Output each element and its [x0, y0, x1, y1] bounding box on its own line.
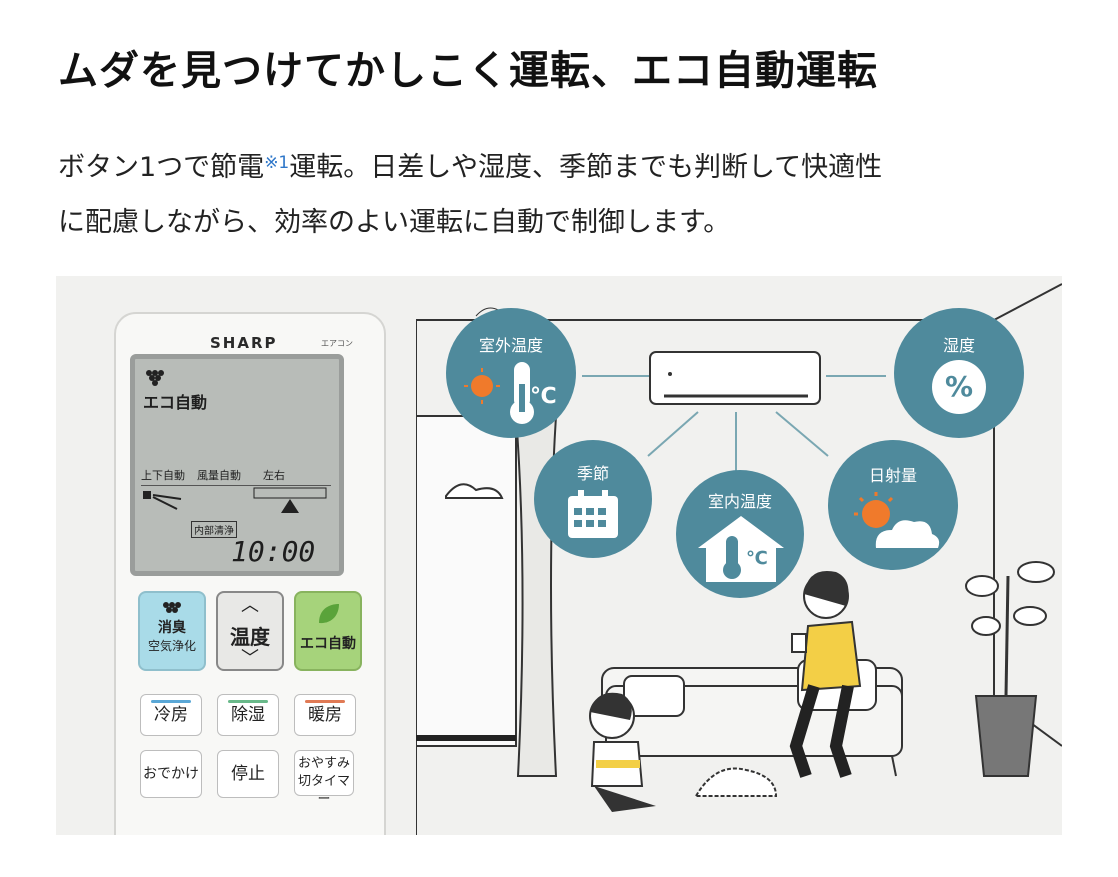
sunlight-bubble: 日射量 — [828, 440, 958, 570]
deodorize-label-2: 空気浄化 — [147, 639, 196, 653]
deodorize-label-1: 消臭 — [158, 620, 186, 636]
intro-text-3: に配慮しながら、効率のよい運転に自動で制御します。 — [58, 207, 731, 238]
season-bubble: 季節 — [534, 440, 652, 558]
humidity-label: 湿度 — [942, 336, 975, 355]
cool-label: 冷房 — [154, 705, 188, 725]
eco-auto-button[interactable]: エコ自動 — [294, 591, 362, 671]
sun-cloud-icon — [854, 492, 940, 548]
outdoor-temp-bubble: 室外温度 ℃ — [446, 308, 576, 438]
stop-button[interactable]: 停止 — [217, 750, 279, 798]
dry-button[interactable]: 除湿 — [217, 694, 279, 736]
celsius-symbol-outdoor: ℃ — [530, 384, 557, 409]
humidity-bubble: 湿度 % — [894, 308, 1024, 438]
heat-label: 暖房 — [308, 705, 342, 725]
heat-button[interactable]: 暖房 — [294, 694, 356, 736]
leaf-icon — [319, 604, 339, 624]
remote-brand-sub: エアコン — [321, 339, 353, 348]
eco-auto-label: エコ自動 — [300, 636, 356, 652]
outdoor-temp-label: 室外温度 — [478, 336, 543, 355]
intro-text-1: ボタン1つで節電 — [58, 152, 265, 183]
illustration-panel: SHARP エアコン エコ自動 上下自動 風量自動 左右 内部清浄 10:00 — [56, 276, 1062, 835]
celsius-symbol-indoor: ℃ — [746, 548, 768, 569]
sunlight-label: 日射量 — [868, 466, 917, 485]
footnote-link[interactable]: ※1 — [264, 153, 290, 173]
grape-icon — [163, 602, 181, 613]
sleep-label-2: 切タイマー — [297, 774, 350, 807]
lcd-clean-label: 内部清浄 — [191, 521, 237, 538]
intro-text-2: 運転。日差しや湿度、季節までも判断して快適性 — [289, 152, 883, 183]
sleep-timer-button[interactable]: おやすみ 切タイマー — [294, 750, 354, 807]
sleep-label-1: おやすみ — [297, 756, 350, 771]
away-button[interactable]: おでかけ — [140, 750, 202, 798]
thermometer-sun-icon — [464, 362, 534, 424]
page-heading: ムダを見つけてかしこく運転、エコ自動運転 — [58, 48, 878, 94]
deodorize-button[interactable]: 消臭 空気浄化 — [138, 591, 206, 671]
dry-label: 除湿 — [231, 705, 265, 725]
lcd-time: 10:00 — [231, 535, 316, 568]
season-label: 季節 — [576, 464, 609, 483]
louver-icon — [143, 491, 182, 510]
grape-icon — [146, 370, 164, 386]
lcd-label-fan: 風量自動 — [197, 469, 241, 482]
calendar-icon — [568, 490, 618, 538]
chevron-up-icon[interactable]: ︿ — [241, 595, 259, 616]
indoor-temp-bubble: 室内温度 ℃ — [676, 470, 804, 598]
remote-control: SHARP エアコン エコ自動 上下自動 風量自動 左右 内部清浄 10:00 — [114, 312, 386, 835]
cool-button[interactable]: 冷房 — [140, 694, 202, 736]
temperature-label: 温度 — [230, 625, 270, 649]
horizontal-louver-icon — [253, 487, 327, 513]
temperature-button[interactable]: ︿ 温度 ﹀ — [216, 591, 284, 671]
intro-paragraph: ボタン1つで節電※1運転。日差しや湿度、季節までも判断して快適性 に配慮しながら… — [58, 140, 1068, 250]
indoor-temp-label: 室内温度 — [707, 492, 772, 511]
remote-brand-logo: SHARP — [210, 334, 278, 352]
percent-icon: % — [932, 360, 986, 414]
lcd-label-horizontal: 左右 — [263, 469, 285, 482]
chevron-down-icon[interactable]: ﹀ — [241, 648, 259, 669]
room-drawing — [416, 283, 1062, 835]
house-thermometer-icon — [698, 516, 784, 582]
lcd-label-vertical: 上下自動 — [141, 469, 185, 482]
lcd-mode: エコ自動 — [143, 393, 208, 412]
remote-lcd-screen: エコ自動 上下自動 風量自動 左右 内部清浄 10:00 — [130, 354, 344, 576]
